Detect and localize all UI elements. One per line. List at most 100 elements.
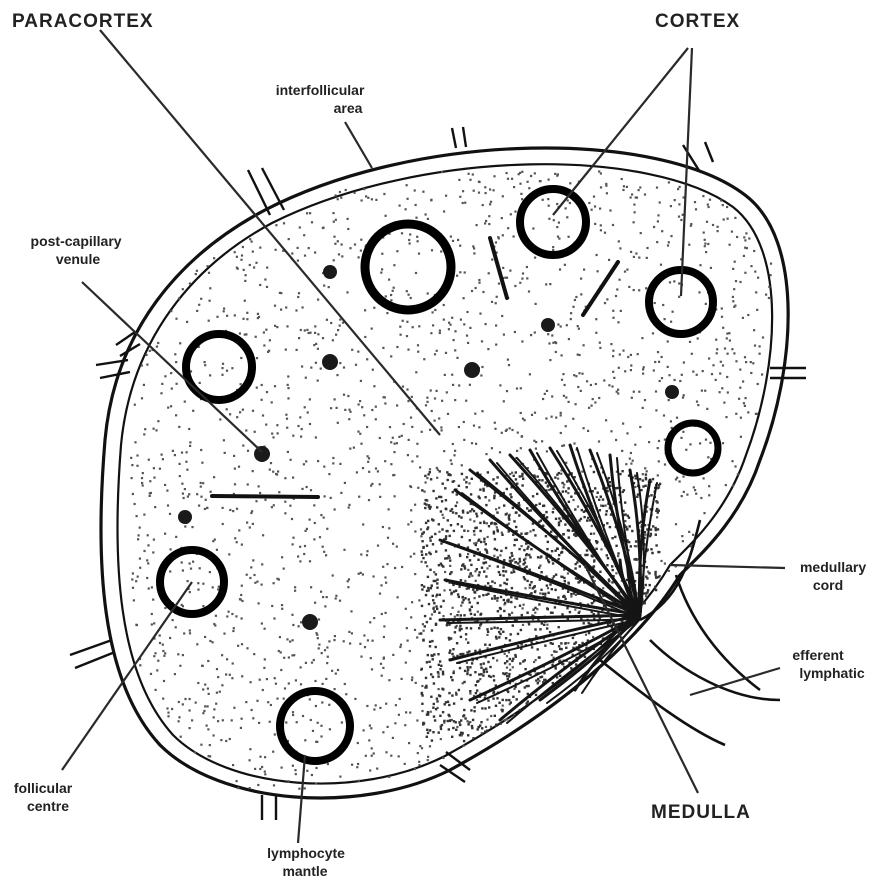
stipple-dot: [486, 522, 488, 524]
stipple-dot: [208, 755, 210, 757]
stipple-dot: [591, 405, 593, 407]
medulla-dot: [528, 623, 530, 625]
stipple-dot: [522, 418, 524, 420]
medulla-dot: [576, 561, 578, 563]
stipple-dot: [625, 463, 627, 465]
stipple-dot: [612, 350, 614, 352]
medulla-dot: [442, 600, 444, 602]
stipple-dot: [770, 263, 772, 265]
stipple-dot: [705, 303, 707, 305]
stipple-dot: [256, 700, 258, 702]
stipple-dot: [279, 636, 281, 638]
stipple-dot: [204, 364, 206, 366]
stipple-dot: [366, 426, 368, 428]
stipple-dot: [278, 650, 280, 652]
stipple-dot: [339, 362, 341, 364]
stipple-dot: [209, 744, 211, 746]
medulla-dot: [465, 481, 467, 483]
stipple-dot: [624, 370, 626, 372]
stipple-dot: [495, 241, 497, 243]
stipple-dot: [275, 224, 277, 226]
medulla-dot: [476, 681, 478, 683]
stipple-dot: [252, 410, 254, 412]
medulla-dot: [482, 488, 484, 490]
medulla-dot: [477, 559, 479, 561]
stipple-dot: [522, 272, 524, 274]
stipple-dot: [345, 189, 347, 191]
stipple-dot: [159, 634, 161, 636]
medulla-dot: [569, 611, 571, 613]
stipple-dot: [719, 391, 721, 393]
stipple-dot: [426, 565, 428, 567]
stipple-dot: [478, 279, 480, 281]
stipple-dot: [446, 391, 448, 393]
stipple-dot: [259, 768, 261, 770]
stipple-dot: [488, 272, 490, 274]
stipple-dot: [312, 730, 314, 732]
stipple-dot: [388, 527, 390, 529]
stipple-dot: [363, 414, 365, 416]
stipple-dot: [464, 580, 466, 582]
stipple-dot: [469, 384, 471, 386]
medulla-dot: [511, 552, 513, 554]
stipple-dot: [234, 483, 236, 485]
medulla-dot: [606, 554, 608, 556]
medulla-dot: [552, 511, 554, 513]
stipple-dot: [264, 499, 266, 501]
stipple-dot: [203, 710, 205, 712]
medulla-dot: [506, 660, 508, 662]
stipple-dot: [416, 236, 418, 238]
stipple-dot: [281, 767, 283, 769]
stipple-dot: [406, 290, 408, 292]
stipple-dot: [646, 470, 648, 472]
medulla-dot: [452, 727, 454, 729]
medulla-dot: [429, 569, 431, 571]
stipple-dot: [734, 217, 736, 219]
stipple-dot: [393, 287, 395, 289]
stipple-dot: [506, 172, 508, 174]
medulla-dot: [451, 694, 453, 696]
stipple-dot: [249, 577, 251, 579]
stipple-dot: [189, 629, 191, 631]
stipple-dot: [191, 719, 193, 721]
medulla-dot: [430, 673, 432, 675]
stipple-dot: [341, 721, 343, 723]
stipple-dot: [561, 354, 563, 356]
stipple-dot: [400, 644, 402, 646]
stipple-dot: [371, 198, 373, 200]
stipple-dot: [469, 721, 471, 723]
stipple-dot: [326, 662, 328, 664]
medulla-dot: [440, 725, 442, 727]
stipple-dot: [566, 216, 568, 218]
medulla-dot: [496, 627, 498, 629]
stipple-dot: [414, 530, 416, 532]
stipple-dot: [422, 191, 424, 193]
stipple-dot: [495, 508, 497, 510]
medulla-dot: [512, 624, 514, 626]
stipple-dot: [733, 288, 735, 290]
stipple-dot: [298, 292, 300, 294]
medulla-dot: [599, 509, 601, 511]
stipple-dot: [175, 361, 177, 363]
stipple-dot: [522, 607, 524, 609]
medulla-dot: [429, 645, 431, 647]
medulla-dot: [558, 517, 560, 519]
stipple-dot: [511, 429, 513, 431]
medulla-dot: [469, 690, 471, 692]
stipple-dot: [409, 650, 411, 652]
medulla-dot: [427, 732, 429, 734]
stipple-dot: [727, 218, 729, 220]
stipple-dot: [750, 265, 752, 267]
medulla-dot: [621, 470, 623, 472]
stipple-dot: [565, 396, 567, 398]
stipple-dot: [676, 417, 678, 419]
stipple-dot: [415, 217, 417, 219]
medulla-dot: [558, 524, 560, 526]
medulla-dot: [446, 530, 448, 532]
stipple-dot: [626, 186, 628, 188]
stipple-dot: [272, 471, 274, 473]
stipple-dot: [236, 256, 238, 258]
medulla-dot: [575, 641, 577, 643]
stipple-dot: [570, 595, 572, 597]
medulla-dot: [471, 725, 473, 727]
